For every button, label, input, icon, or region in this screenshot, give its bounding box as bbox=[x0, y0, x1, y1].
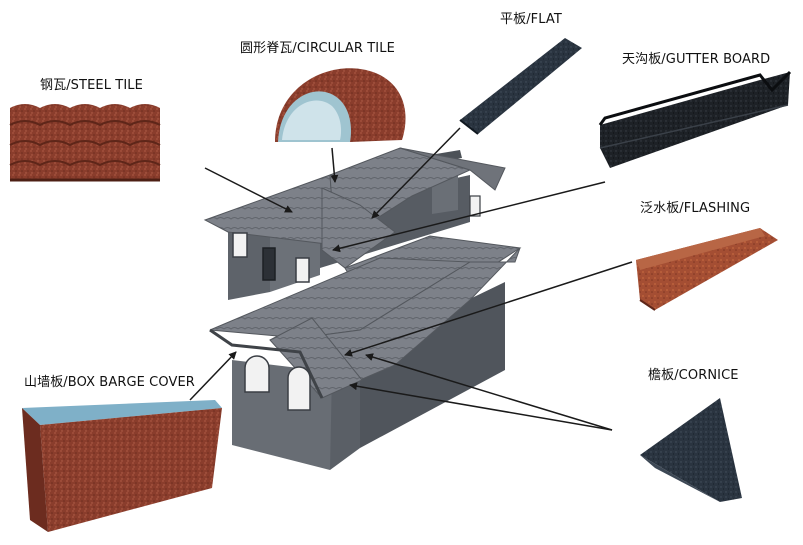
arrow-cornice-2 bbox=[349, 382, 613, 431]
label-gutter-board: 天沟板/GUTTER BOARD bbox=[622, 52, 771, 67]
roof-upper-left bbox=[203, 174, 336, 246]
house-window-3 bbox=[244, 355, 270, 393]
flat-sheet-sample bbox=[459, 38, 582, 135]
arrow-steel-tile bbox=[204, 167, 293, 213]
arrow-flashing bbox=[344, 261, 633, 357]
cornice-sample bbox=[640, 398, 742, 502]
box-barge-cover-sample bbox=[22, 400, 222, 532]
house-window-5 bbox=[469, 195, 481, 217]
label-flat: 平板/FLAT bbox=[500, 12, 562, 27]
house-window-1 bbox=[232, 232, 248, 258]
roof-upper-back bbox=[399, 147, 506, 191]
roof-lower-right bbox=[298, 247, 521, 381]
label-circular-tile: 圆形脊瓦/CIRCULAR TILE bbox=[240, 41, 395, 56]
pointer-arrows bbox=[189, 127, 633, 431]
arrow-flat bbox=[371, 127, 461, 219]
label-cornice: 檐板/CORNICE bbox=[648, 368, 739, 383]
label-steel-tile: 钢瓦/STEEL TILE bbox=[40, 78, 143, 93]
flashing-sample bbox=[636, 228, 778, 311]
house-wall-lower-right bbox=[360, 282, 505, 448]
house-window-4 bbox=[287, 366, 311, 411]
house-window-2 bbox=[295, 257, 310, 283]
house-illustration bbox=[203, 147, 522, 470]
arrow-box-barge-cover bbox=[189, 351, 237, 401]
arrow-gutter-board bbox=[332, 181, 606, 253]
roof-eave bbox=[209, 328, 324, 399]
label-box-barge-cover: 山墙板/BOX BARGE COVER bbox=[24, 375, 195, 390]
house-door bbox=[262, 247, 276, 281]
arrow-cornice-1 bbox=[365, 353, 613, 431]
circular-tile-sample bbox=[275, 68, 406, 142]
steel-tile-sample bbox=[9, 104, 161, 182]
gutter-board-sample bbox=[598, 70, 792, 168]
arrow-circular-tile bbox=[330, 147, 339, 183]
label-flashing: 泛水板/FLASHING bbox=[640, 201, 751, 216]
